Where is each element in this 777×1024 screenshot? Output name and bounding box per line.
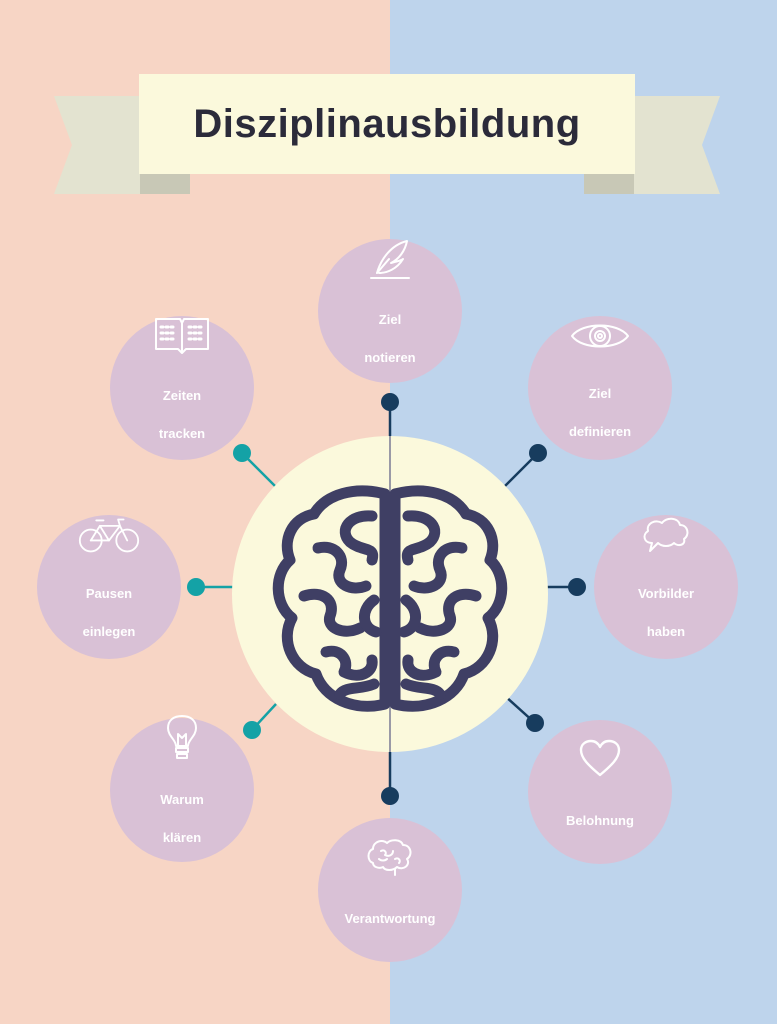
connector-dot-right bbox=[568, 578, 586, 596]
item-label-line: klären bbox=[162, 829, 202, 845]
item-label-line: Ziel bbox=[588, 386, 612, 401]
connector-dot-left bbox=[187, 578, 205, 596]
item-label: Pausen einlegen bbox=[83, 565, 136, 660]
center-brain-icon bbox=[272, 485, 508, 712]
item-pausen-einlegen: Pausen einlegen bbox=[37, 515, 181, 659]
item-label-line: Zeiten bbox=[162, 387, 202, 403]
connector-dot-bottom-left bbox=[243, 721, 261, 739]
item-label-line: definieren bbox=[568, 424, 632, 439]
item-label-line: Verantwortung bbox=[344, 910, 436, 926]
lightbulb-icon bbox=[151, 714, 213, 761]
connector-dot-top bbox=[381, 393, 399, 411]
item-ziel-notieren: Ziel notieren bbox=[318, 239, 462, 383]
item-label: Belohnung bbox=[566, 792, 634, 849]
item-verantwortung: Verantwortung bbox=[318, 818, 462, 962]
item-label: Ziel notieren bbox=[364, 291, 415, 386]
heart-icon bbox=[569, 736, 631, 782]
title-banner: Disziplinausbildung bbox=[139, 74, 635, 174]
item-label-line: Pausen bbox=[85, 585, 133, 601]
item-belohnung: Belohnung bbox=[528, 720, 672, 864]
quill-icon bbox=[359, 237, 421, 281]
book-icon bbox=[151, 315, 213, 357]
item-label: Zeiten tracken bbox=[159, 367, 205, 462]
item-label: Warum klären bbox=[160, 771, 204, 866]
connector-dot-top-left bbox=[233, 444, 251, 462]
item-label-line: notieren bbox=[364, 349, 416, 365]
item-ziel-definieren: Ziel definieren bbox=[528, 316, 672, 460]
connector-dot-bottom bbox=[381, 787, 399, 805]
item-label: Vorbilder haben bbox=[638, 565, 694, 660]
item-label-line: einlegen bbox=[82, 623, 136, 639]
banner-tail-right bbox=[634, 96, 720, 194]
brain-icon bbox=[359, 834, 421, 880]
connector-dot-bottom-right bbox=[526, 714, 544, 732]
item-label-line: Warum bbox=[160, 791, 204, 807]
speech-bubble-icon bbox=[635, 515, 697, 555]
item-warum-klaeren: Warum klären bbox=[110, 714, 254, 862]
item-vorbilder-haben: Vorbilder haben bbox=[594, 515, 738, 659]
item-label-line: Vorbilder bbox=[637, 585, 695, 601]
connector-dot-top-right bbox=[529, 444, 547, 462]
banner-fold-left bbox=[140, 174, 190, 194]
banner-fold-right bbox=[584, 174, 634, 194]
bicycle-icon bbox=[78, 515, 140, 555]
item-label: Verantwortung bbox=[344, 890, 435, 947]
item-label-line: haben bbox=[646, 623, 686, 639]
item-label-line: Belohnung bbox=[566, 812, 634, 828]
item-label: Ziel definieren bbox=[569, 365, 631, 460]
banner-tail-left bbox=[54, 96, 140, 194]
item-zeiten-tracken: Zeiten tracken bbox=[110, 316, 254, 460]
page-title: Disziplinausbildung bbox=[193, 101, 581, 146]
item-label-line: Ziel bbox=[378, 311, 402, 327]
eye-icon bbox=[569, 316, 631, 355]
item-label-line: tracken bbox=[158, 425, 206, 441]
